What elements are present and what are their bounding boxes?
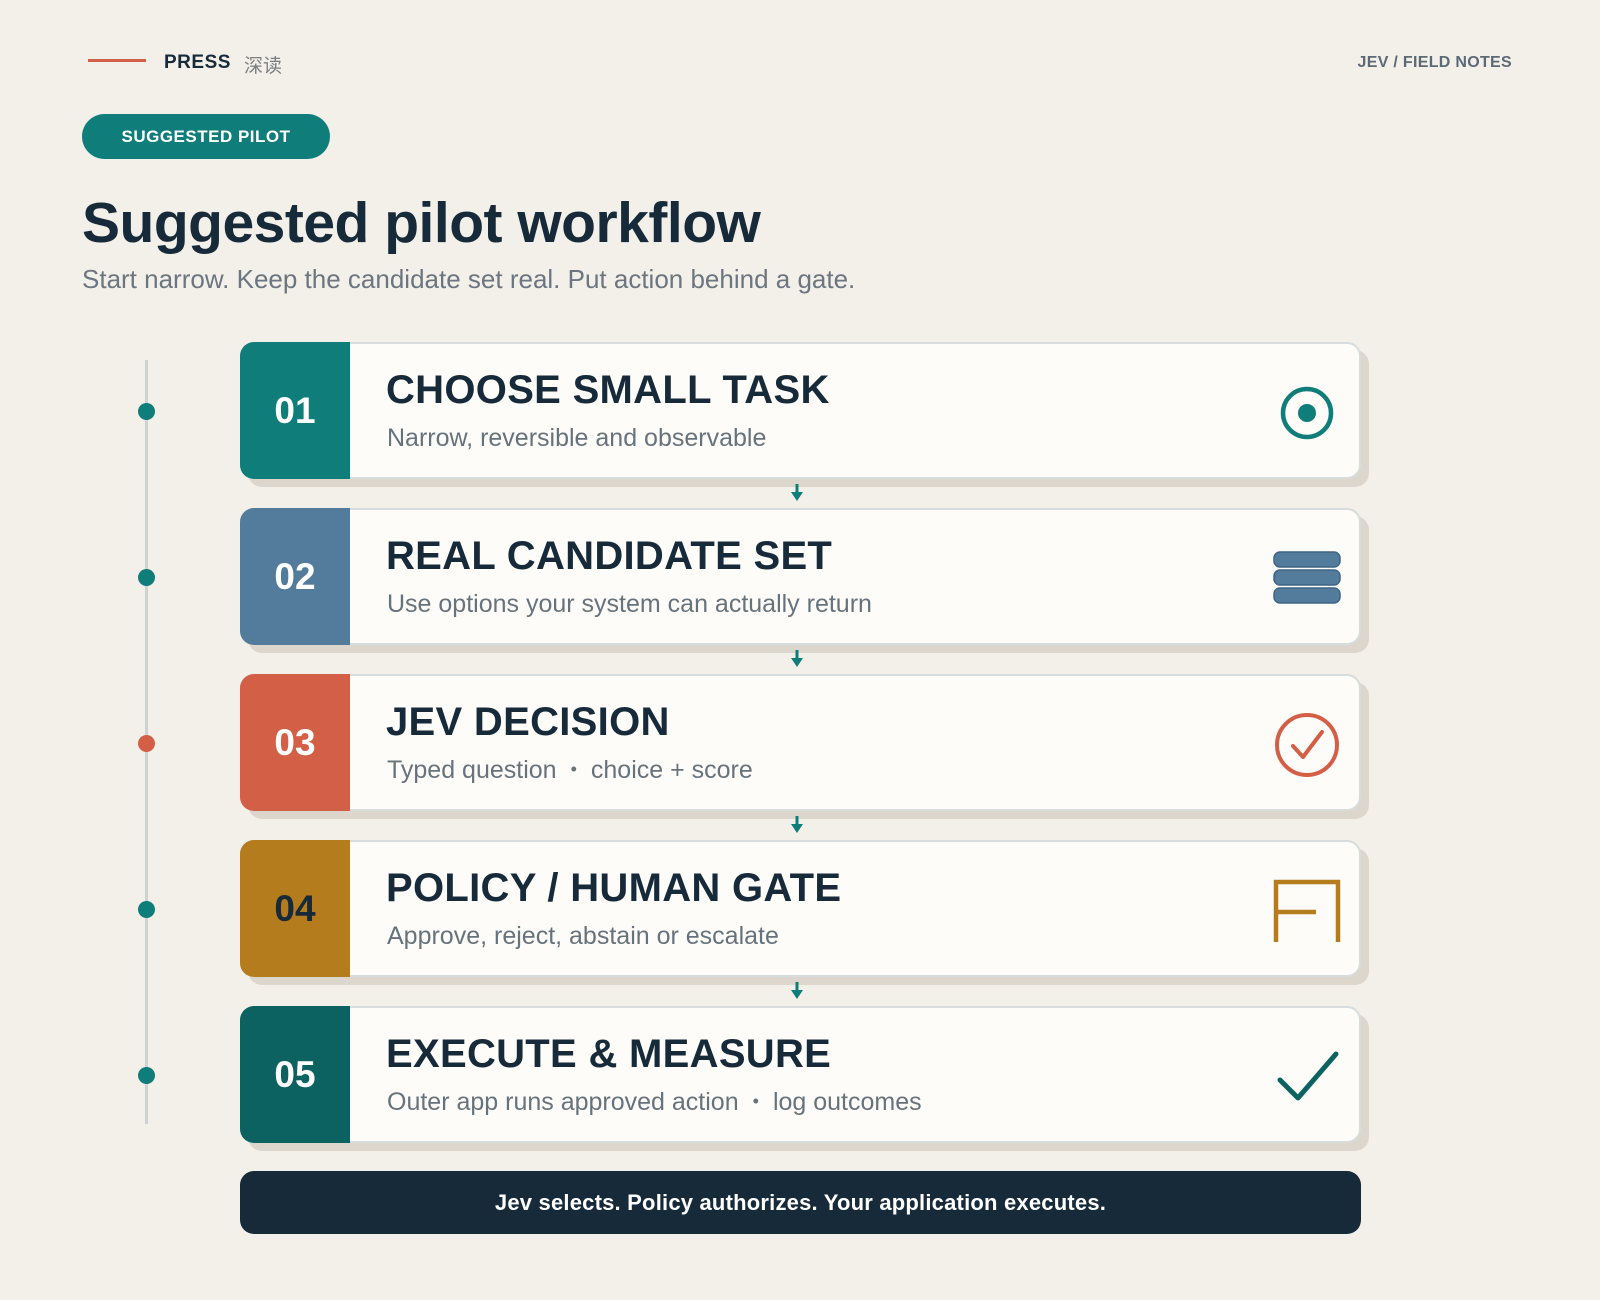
step-number: 05	[240, 1006, 350, 1143]
brand-name: PRESS	[164, 52, 231, 73]
page-subtitle: Start narrow. Keep the candidate set rea…	[82, 264, 856, 294]
flow-arrow-icon	[790, 484, 804, 504]
checkmark-icon	[1272, 1042, 1342, 1112]
flow-arrow-icon	[790, 650, 804, 670]
separator-dot: •	[570, 759, 577, 779]
section-label: JEV / FIELD NOTES	[1357, 54, 1512, 71]
step-title: REAL CANDIDATE SET	[386, 534, 833, 578]
step-description: Narrow, reversible and observable	[387, 424, 766, 453]
step-number: 03	[240, 674, 350, 811]
flow-arrow-icon	[790, 816, 804, 836]
brand-accent-line	[88, 59, 146, 62]
flow-arrow-icon	[790, 982, 804, 1002]
workflow-step-01: 01 CHOOSE SMALL TASK Narrow, reversible an…	[240, 342, 1361, 479]
step-description: Outer app runs approved action • log outco…	[387, 1088, 922, 1117]
step-number: 01	[240, 342, 350, 479]
step-description: Approve, reject, abstain or escalate	[387, 922, 779, 951]
workflow-step-03: 03 JEV DECISION Typed question • choice + sc…	[240, 674, 1361, 811]
step-number: 02	[240, 508, 350, 645]
timeline-dot	[138, 403, 155, 420]
step-number: 04	[240, 840, 350, 977]
workflow-step-02: 02 REAL CANDIDATE SET Use options your sys…	[240, 508, 1361, 645]
footer-banner: Jev selects. Policy authorizes. Your app…	[240, 1171, 1361, 1234]
timeline-dot	[138, 735, 155, 752]
top-bar: PRESS 深读 JEV / FIELD NOTES	[88, 50, 1512, 78]
step-description: Typed question • choice + score	[387, 756, 753, 785]
step-title: JEV DECISION	[386, 700, 670, 744]
step-description-part: Outer app runs approved action	[387, 1088, 739, 1116]
step-description-part: Use options your system can actually ret…	[387, 590, 872, 618]
suggested-pilot-badge: SUGGESTED PILOT	[82, 114, 330, 159]
step-description: Use options your system can actually ret…	[387, 590, 872, 619]
check-circle-icon	[1272, 710, 1342, 780]
target-icon	[1272, 378, 1342, 448]
step-description-part: Approve, reject, abstain or escalate	[387, 922, 779, 950]
step-title: POLICY / HUMAN GATE	[386, 866, 842, 910]
page-title: Suggested pilot workflow	[82, 191, 761, 255]
step-title: EXECUTE & MEASURE	[386, 1032, 832, 1076]
workflow-step-04: 04 POLICY / HUMAN GATE Approve, reject, ab…	[240, 840, 1361, 977]
stack-icon	[1272, 544, 1342, 614]
step-description-part: choice + score	[590, 756, 753, 784]
timeline-dot	[138, 1067, 155, 1084]
timeline-dot	[138, 569, 155, 586]
brand-subtitle-cn: 深读	[244, 55, 283, 77]
workflow-step-05: 05 EXECUTE & MEASURE Outer app runs approv…	[240, 1006, 1361, 1143]
step-description-part: log outcomes	[772, 1088, 922, 1116]
step-description-part: Narrow, reversible and observable	[387, 424, 767, 452]
step-description-part: Typed question	[387, 756, 557, 784]
timeline-dot	[138, 901, 155, 918]
step-title: CHOOSE SMALL TASK	[386, 368, 830, 412]
gate-icon	[1272, 876, 1342, 946]
separator-dot: •	[752, 1091, 759, 1111]
